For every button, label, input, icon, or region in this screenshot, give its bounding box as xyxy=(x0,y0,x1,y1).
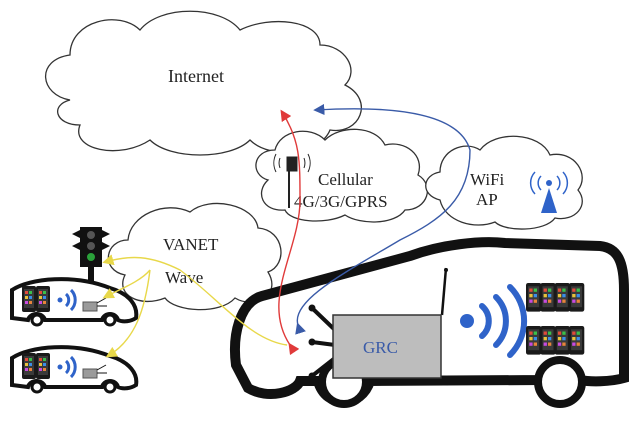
smartphone-icon xyxy=(526,283,542,312)
smartphone-icon xyxy=(540,326,556,355)
wifi-link-arrow xyxy=(295,103,471,335)
vehicle-small-2 xyxy=(10,345,139,394)
smartphone-icon xyxy=(568,326,585,355)
cellular-cloud: Cellular 4G/3G/GPRS xyxy=(255,128,428,223)
vanet-cloud: VANET Wave xyxy=(107,202,282,311)
smartphone-icon xyxy=(36,353,50,379)
grc-device: GRC xyxy=(308,267,448,380)
wifi-ap-cloud: WiFi AP xyxy=(425,135,583,230)
smartphone-icon xyxy=(554,326,570,355)
smartphone-icon xyxy=(540,283,556,312)
cellular-label: Cellular xyxy=(318,170,373,189)
ap-label: AP xyxy=(476,190,498,209)
smartphone-icon xyxy=(22,286,36,312)
grc-box xyxy=(332,314,442,379)
wifi-ap-icon xyxy=(529,171,569,213)
smartphone-icon xyxy=(554,283,570,312)
traffic-light-icon xyxy=(72,227,110,281)
wifi-signal-icon xyxy=(57,355,77,379)
smartphone-icon xyxy=(22,353,36,379)
wifi-signal-icon xyxy=(57,288,77,312)
wifi-signal-icon xyxy=(460,284,528,358)
wave-label: Wave xyxy=(165,268,203,287)
smartphone-icon xyxy=(568,283,585,312)
smartphone-icon xyxy=(36,286,50,312)
smartphone-icon xyxy=(526,326,542,355)
vehicle-small-1 xyxy=(10,277,139,327)
vanet-link-arrows xyxy=(102,254,288,358)
smartphone-group-bottom xyxy=(526,326,585,355)
cellular-bands-label: 4G/3G/GPRS xyxy=(294,192,388,211)
smartphone-group-top xyxy=(526,283,585,312)
grc-label: GRC xyxy=(363,338,398,357)
internet-label: Internet xyxy=(168,66,224,86)
wifi-label: WiFi xyxy=(470,170,505,189)
vanet-label: VANET xyxy=(163,235,219,254)
